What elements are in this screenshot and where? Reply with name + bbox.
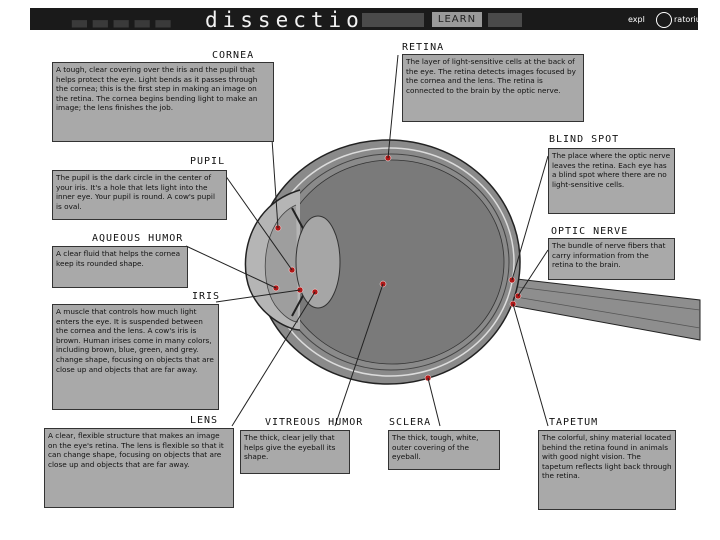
label-lens: LENS — [190, 415, 218, 426]
label-sclera: SCLERA — [389, 417, 431, 428]
label-optic-nerve: OPTIC NERVE — [551, 226, 628, 237]
description-retina: The layer of light-sensitive cells at th… — [402, 54, 584, 122]
label-iris: IRIS — [192, 291, 220, 302]
label-pupil: PUPIL — [190, 156, 225, 167]
label-cornea: CORNEA — [212, 50, 254, 61]
description-vitreous-humor: The thick, clear jelly that helps give t… — [240, 430, 350, 474]
label-blind-spot: BLIND SPOT — [549, 134, 619, 145]
label-tapetum: TAPETUM — [549, 417, 598, 428]
description-aqueous-humor: A clear fluid that helps the cornea keep… — [52, 246, 188, 288]
description-optic-nerve: The bundle of nerve fibers that carry in… — [548, 238, 675, 280]
description-blind-spot: The place where the optic nerve leaves t… — [548, 148, 675, 214]
label-vitreous-humor: VITREOUS HUMOR — [265, 417, 363, 428]
description-cornea: A tough, clear covering over the iris an… — [52, 62, 274, 142]
label-retina: RETINA — [402, 42, 444, 53]
description-lens: A clear, flexible structure that makes a… — [44, 428, 234, 508]
description-tapetum: The colorful, shiny material located beh… — [538, 430, 676, 510]
lens-shape — [296, 216, 340, 308]
optic-nerve-shape — [508, 278, 700, 340]
description-sclera: The thick, tough, white, outer covering … — [388, 430, 500, 470]
description-iris: A muscle that controls how much light en… — [52, 304, 219, 410]
label-aqueous-humor: AQUEOUS HUMOR — [92, 233, 183, 244]
description-pupil: The pupil is the dark circle in the cent… — [52, 170, 227, 220]
